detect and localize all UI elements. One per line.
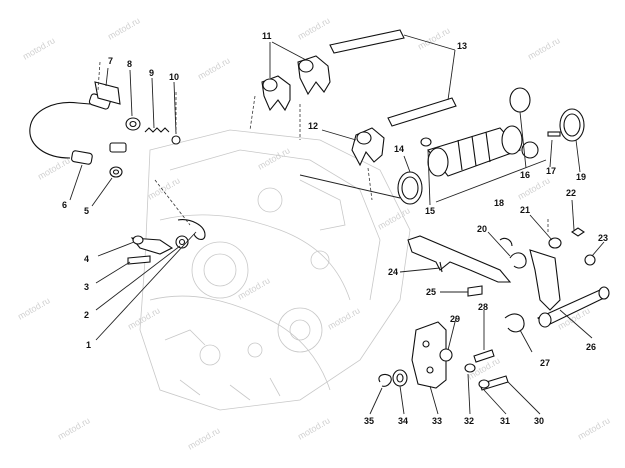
label-30: 30 [534, 416, 544, 426]
svg-text:motod.ru: motod.ru [376, 205, 412, 231]
shift-shaft-assembly [407, 227, 610, 333]
label-12: 12 [308, 121, 318, 131]
lower-plate-group [378, 321, 509, 391]
shift-drum [397, 87, 585, 205]
label-31: 31 [500, 416, 510, 426]
label-1: 1 [86, 340, 91, 350]
label-2: 2 [84, 310, 89, 320]
label-9: 9 [149, 68, 154, 78]
label-33: 33 [432, 416, 442, 426]
label-35: 35 [364, 416, 374, 426]
label-5: 5 [84, 206, 89, 216]
label-27: 27 [540, 358, 550, 368]
label-34: 34 [398, 416, 408, 426]
svg-text:motod.ru: motod.ru [36, 155, 72, 181]
label-3: 3 [84, 282, 89, 292]
svg-text:motod.ru: motod.ru [526, 35, 562, 61]
label-18: 18 [494, 198, 504, 208]
label-6: 6 [62, 200, 67, 210]
label-16: 16 [520, 170, 530, 180]
svg-text:motod.ru: motod.ru [576, 415, 612, 441]
label-22: 22 [566, 188, 576, 198]
label-23: 23 [598, 233, 608, 243]
engine-block-ghost [139, 129, 411, 411]
svg-text:motod.ru: motod.ru [256, 145, 292, 171]
shift-forks-top [261, 55, 385, 167]
label-4: 4 [84, 254, 89, 264]
label-8: 8 [127, 59, 132, 69]
svg-text:motod.ru: motod.ru [106, 15, 142, 41]
svg-text:motod.ru: motod.ru [186, 425, 222, 451]
label-10: 10 [169, 72, 179, 82]
label-17: 17 [546, 166, 556, 176]
svg-text:motod.ru: motod.ru [296, 15, 332, 41]
svg-text:motod.ru: motod.ru [56, 415, 92, 441]
svg-text:motod.ru: motod.ru [146, 175, 182, 201]
label-24: 24 [388, 267, 398, 277]
label-29: 29 [450, 314, 460, 324]
label-11: 11 [262, 31, 272, 41]
label-14: 14 [394, 144, 404, 154]
label-25: 25 [426, 287, 436, 297]
shift-rods [329, 29, 457, 127]
label-20: 20 [477, 224, 487, 234]
cable-sensor-group [29, 81, 181, 178]
svg-text:motod.ru: motod.ru [16, 295, 52, 321]
svg-text:motod.ru: motod.ru [326, 305, 362, 331]
leader-lines [69, 34, 605, 415]
svg-text:motod.ru: motod.ru [126, 305, 162, 331]
svg-text:motod.ru: motod.ru [196, 55, 232, 81]
left-shift-arm [127, 219, 206, 265]
label-7: 7 [108, 56, 113, 66]
label-28: 28 [478, 302, 488, 312]
label-19: 19 [576, 172, 586, 182]
svg-text:motod.ru: motod.ru [296, 415, 332, 441]
label-26: 26 [586, 342, 596, 352]
part-number-labels: 7 8 9 10 11 13 12 14 15 16 17 18 19 6 5 … [62, 31, 608, 426]
label-21: 21 [520, 205, 530, 215]
label-13: 13 [457, 41, 467, 51]
label-32: 32 [464, 416, 474, 426]
label-15: 15 [425, 206, 435, 216]
svg-text:motod.ru: motod.ru [21, 35, 57, 61]
